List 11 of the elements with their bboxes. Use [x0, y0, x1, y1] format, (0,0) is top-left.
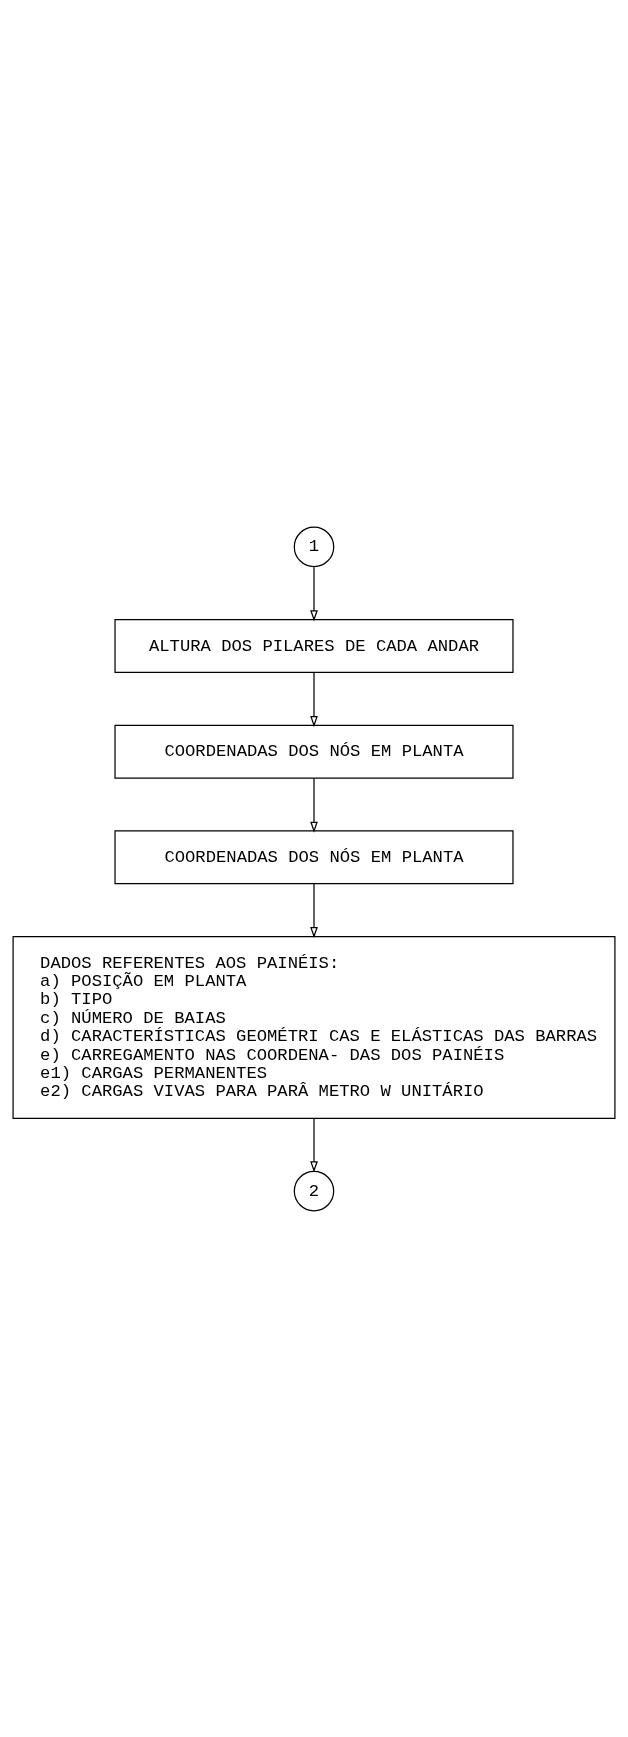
node-box: COORDENADAS DOS NÓS EM PLANTA: [114, 724, 514, 779]
arrow: [310, 777, 318, 833]
node-box: ALTURA DOS PILARES DE CADA ANDAR: [114, 618, 514, 673]
arrow: [310, 671, 318, 727]
arrow: [310, 1117, 318, 1172]
arrow: [310, 566, 318, 621]
node-box: COORDENADAS DOS NÓS EM PLANTA: [114, 829, 514, 884]
arrow: [310, 882, 318, 938]
node-box: DADOS REFERENTES AOS PAINÉIS: a) POSIÇÃO EM PLANTA b) TIPO c) NÚMERO DE BAIAS d) CARACTERÍSTICAS GEOMÉTRI CAS E ELÁSTICAS DAS BARRAS e) CARREGAMENTO NAS COORDENA- DAS DOS PAINÉIS e1) CARGAS PERMANENTES e2) CARGAS VIVAS PARA PARÂ METRO W UNITÁRIO: [12, 935, 616, 1119]
node-circle: 1: [293, 526, 335, 567]
node-circle: 2: [293, 1170, 335, 1211]
